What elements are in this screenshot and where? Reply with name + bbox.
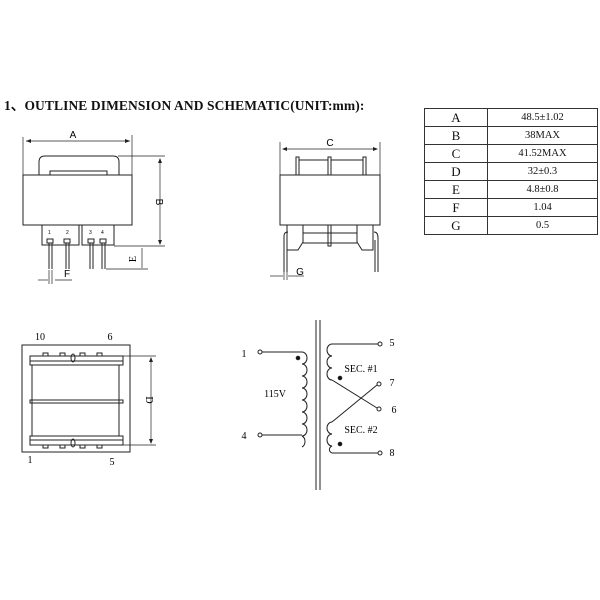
front-view — [22, 135, 165, 284]
corner-label-5: 5 — [110, 457, 115, 468]
dim-label-e: E — [128, 256, 139, 262]
corner-label-10: 10 — [35, 332, 45, 343]
dim-label-c: C — [326, 138, 333, 149]
sec1-label: SEC. #1 — [344, 364, 377, 375]
dim-label-g: G — [296, 267, 304, 278]
dim-label-d: D — [143, 396, 154, 403]
pin-label-2: 2 — [66, 230, 69, 236]
pin-label-5: 5 — [390, 338, 395, 349]
section-heading: 1、OUTLINE DIMENSION AND SCHEMATIC(UNIT:m… — [4, 98, 365, 113]
pin-label-4: 4 — [242, 431, 247, 442]
side-view — [270, 142, 381, 280]
sec2-label: SEC. #2 — [344, 425, 377, 436]
pin-label-3: 3 — [89, 230, 92, 236]
pin-label-8: 8 — [390, 448, 395, 459]
corner-label-1: 1 — [28, 455, 33, 466]
pin-label-1: 1 — [242, 349, 247, 360]
dim-label-f: F — [64, 269, 70, 280]
pin-label-7: 7 — [390, 378, 395, 389]
dim-value: 0.5 — [487, 216, 598, 235]
corner-label-6: 6 — [108, 332, 113, 343]
bottom-view — [21, 344, 156, 453]
primary-voltage-label: 115V — [264, 389, 287, 400]
schematic — [257, 320, 383, 490]
pin-label-4: 4 — [101, 230, 104, 236]
dim-label-b: B — [153, 199, 164, 206]
pin-label-6: 6 — [392, 405, 397, 416]
pin-label-1: 1 — [48, 230, 51, 236]
dim-label-a: A — [70, 130, 77, 141]
